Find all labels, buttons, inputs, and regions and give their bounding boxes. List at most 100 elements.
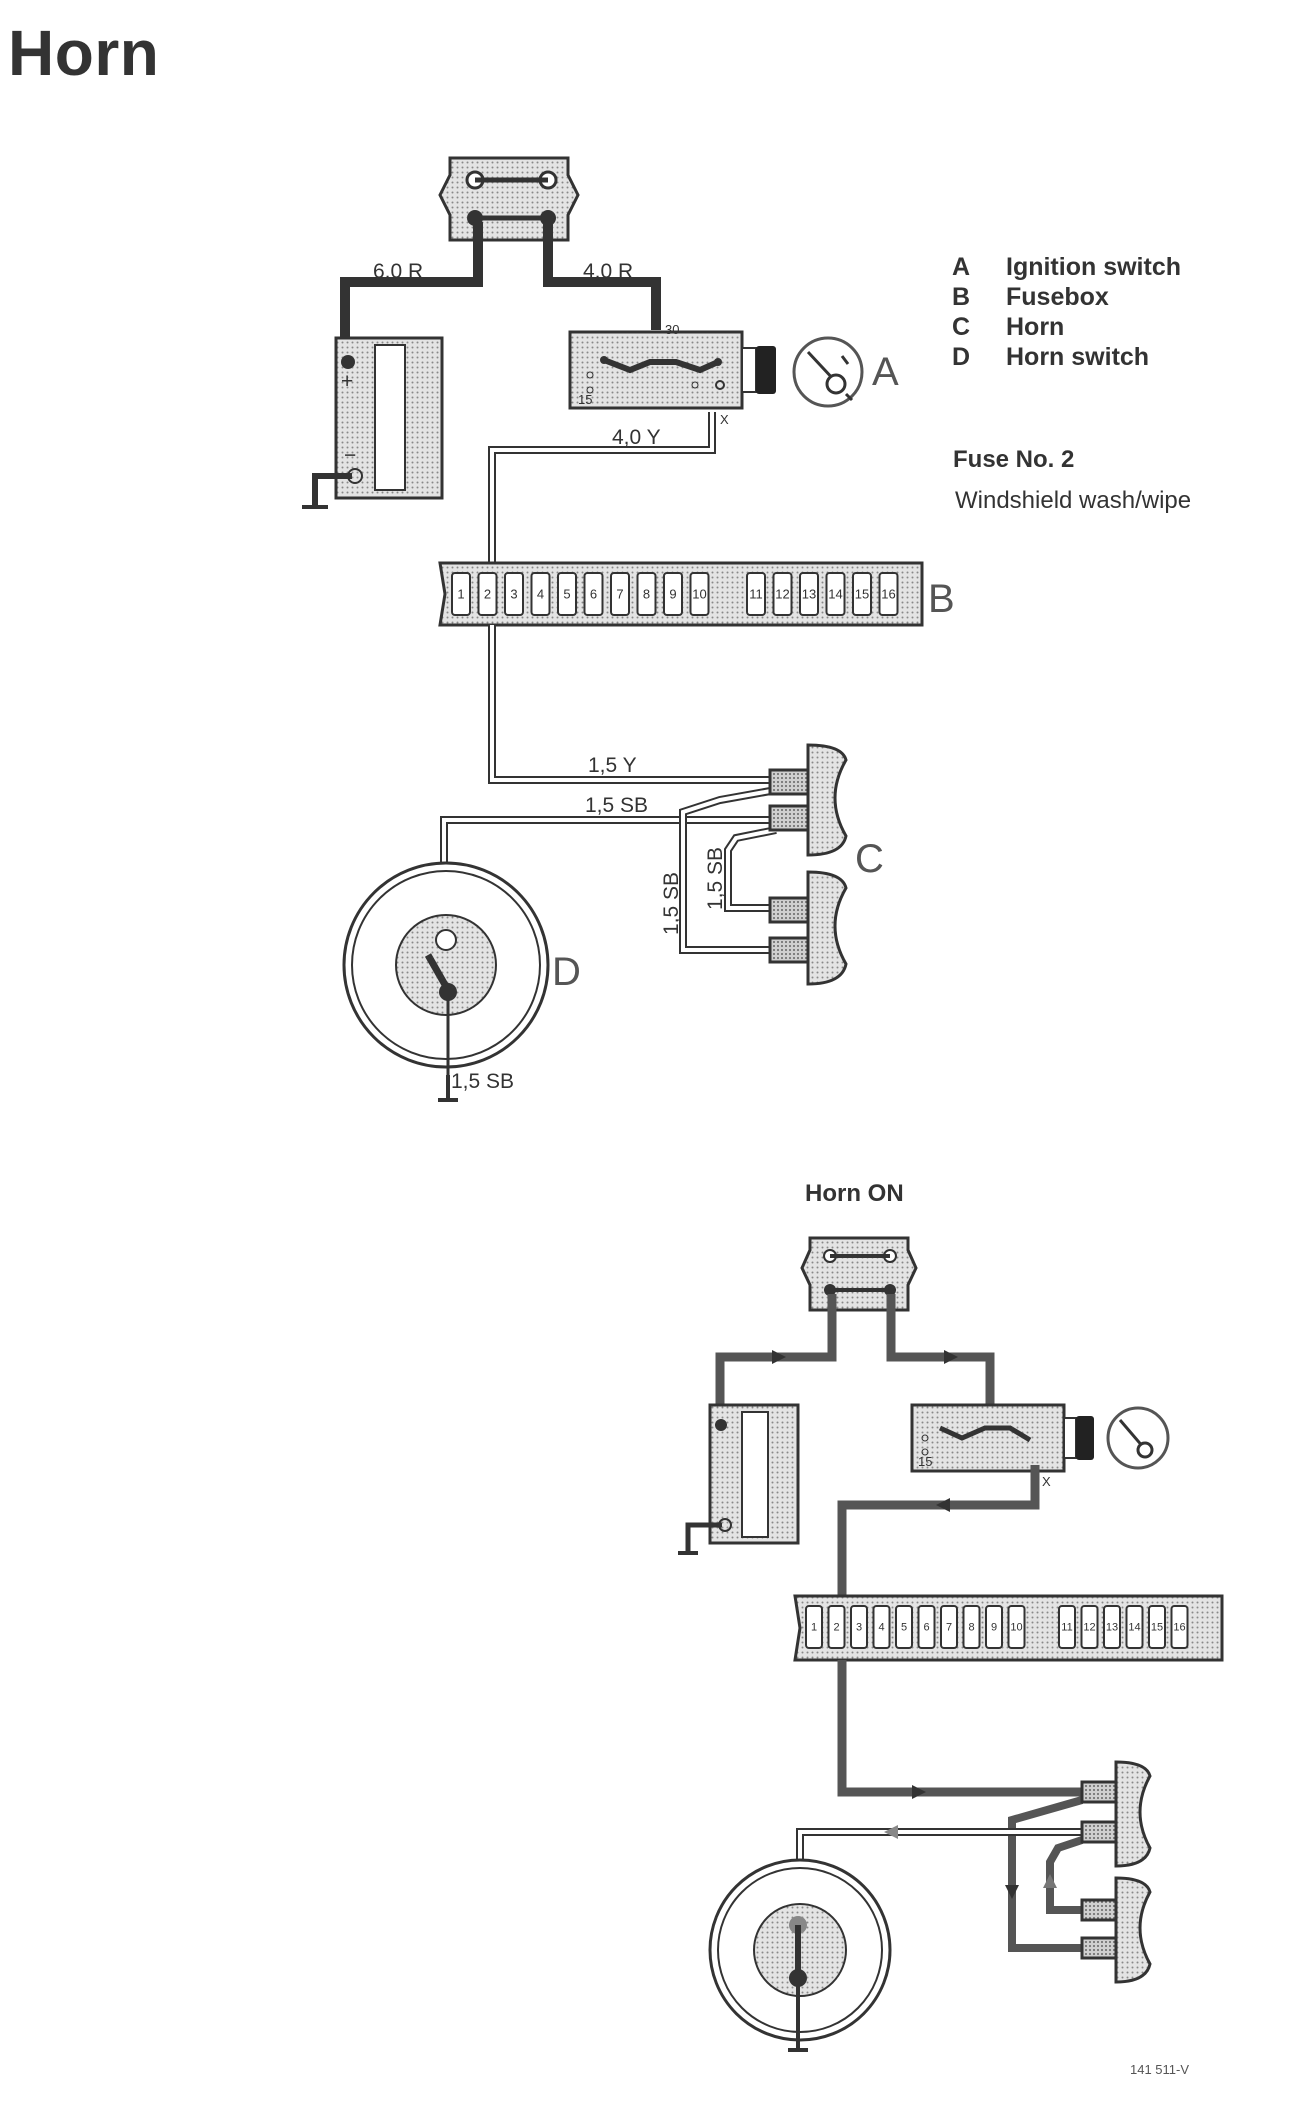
fuse-number-4: 4	[878, 1622, 884, 1634]
fuse-number-12: 12	[775, 586, 789, 601]
fuse-number-5: 5	[901, 1622, 907, 1634]
fuse-8	[962, 1605, 981, 1649]
fuse-11	[1058, 1605, 1076, 1649]
fuse-number-2: 2	[833, 1622, 839, 1634]
fuse-16	[1170, 1605, 1189, 1649]
fuse-12	[772, 572, 793, 616]
fuse-number-14: 14	[828, 586, 842, 601]
fuse-number-9: 9	[669, 586, 676, 601]
fuse-5	[557, 572, 577, 616]
fuse-number-10: 10	[1010, 1622, 1022, 1634]
fuse-9	[663, 572, 683, 616]
wire-label-horn-jumper-2: 1,5 SB	[704, 847, 727, 910]
wire-label-ignition-feed: 4,0 R	[583, 260, 633, 283]
fuse-13	[1103, 1605, 1121, 1649]
fuse-number-16: 16	[881, 586, 895, 601]
terminal-30-label: 30	[665, 322, 679, 337]
ignition-switch: 30 15 X	[568, 322, 776, 427]
fuse-number-5: 5	[563, 586, 570, 601]
fuse-number-15: 15	[855, 586, 869, 601]
wire-ignition-feed	[543, 222, 661, 330]
fuse-number-7: 7	[946, 1622, 952, 1634]
horn-upper-on	[1080, 1760, 1152, 1868]
battery-minus-label: −	[344, 444, 356, 467]
wire-label-ignition-to-fuse: 4,0 Y	[612, 426, 661, 449]
wire-label-fuse-to-horn: 1,5 Y	[588, 754, 637, 777]
fuse-3	[850, 1605, 868, 1649]
fuse-number-11: 11	[749, 586, 763, 601]
ignition-switch-on: 15 X	[910, 1403, 1094, 1489]
fuse-number-9: 9	[991, 1622, 997, 1634]
fuse-7	[940, 1605, 958, 1649]
horn-lower-on	[1080, 1876, 1152, 1984]
fuse-number-1: 1	[811, 1622, 817, 1634]
fuse-13	[799, 572, 819, 616]
fuse-number-13: 13	[802, 586, 816, 601]
fuse-number-16: 16	[1173, 1622, 1185, 1634]
fuse-2	[477, 572, 498, 616]
fuse-15	[852, 572, 872, 616]
junction-box-on	[800, 1236, 918, 1312]
fuse-number-14: 14	[1128, 1622, 1140, 1634]
terminal-x-label: X	[720, 412, 729, 427]
key-icon-on	[1106, 1406, 1170, 1470]
fuse-number-7: 7	[616, 586, 623, 601]
fuse-5	[895, 1605, 913, 1649]
fuse-number-11: 11	[1061, 1622, 1072, 1634]
wire-label-battery-positive: 6,0 R	[373, 260, 423, 283]
fuse-number-4: 4	[537, 586, 544, 601]
fuse-10	[1007, 1605, 1026, 1649]
horn-switch	[342, 861, 550, 1102]
fuse-4	[530, 572, 551, 616]
fuse-number-13: 13	[1106, 1622, 1118, 1634]
component-label-b: B	[928, 577, 955, 621]
fuse-number-10: 10	[692, 586, 706, 601]
fuse-number-1: 1	[457, 586, 464, 601]
fuse-8	[636, 572, 657, 616]
fuse-15	[1148, 1605, 1166, 1649]
battery-on	[678, 1403, 800, 1555]
fuse-14	[1125, 1605, 1144, 1649]
fuse-number-2: 2	[484, 586, 491, 601]
wire-label-switch-ground: 1,5 SB	[451, 1070, 514, 1093]
wire-label-horn-to-switch: 1,5 SB	[585, 794, 648, 817]
wire-label-horn-jumper-1: 1,5 SB	[660, 872, 683, 935]
fuse-14	[825, 572, 846, 616]
fuse-2	[827, 1605, 846, 1649]
fuse-number-3: 3	[510, 586, 517, 601]
battery-plus-label: +	[341, 370, 353, 393]
fuse-number-8: 8	[643, 586, 650, 601]
fuse-12	[1080, 1605, 1099, 1649]
terminal-15-label: 15	[578, 392, 592, 407]
fuse-6	[583, 572, 604, 616]
fuse-9	[985, 1605, 1003, 1649]
junction-box	[438, 156, 580, 242]
fuse-11	[746, 572, 766, 616]
wire-battery-positive	[340, 222, 483, 345]
horn-switch-on	[708, 1858, 892, 2052]
battery: + −	[302, 336, 444, 509]
fuse-7	[610, 572, 630, 616]
fuse-1	[805, 1605, 823, 1649]
fuse-number-8: 8	[968, 1622, 974, 1634]
fuse-3	[504, 572, 524, 616]
terminal-x-label-on: X	[1042, 1474, 1051, 1489]
horn-lower	[768, 870, 848, 986]
fuse-number-3: 3	[856, 1622, 862, 1634]
fuse-number-6: 6	[923, 1622, 929, 1634]
component-label-d: D	[552, 950, 581, 994]
fuse-number-15: 15	[1151, 1622, 1163, 1634]
page-title: Horn	[8, 17, 160, 89]
horn-upper	[768, 743, 848, 857]
fuse-4	[872, 1605, 891, 1649]
fuse-title: Fuse No. 2	[953, 446, 1075, 473]
terminal-15-label-on: 15	[918, 1454, 932, 1469]
flow-wire-ignition	[886, 1294, 995, 1410]
